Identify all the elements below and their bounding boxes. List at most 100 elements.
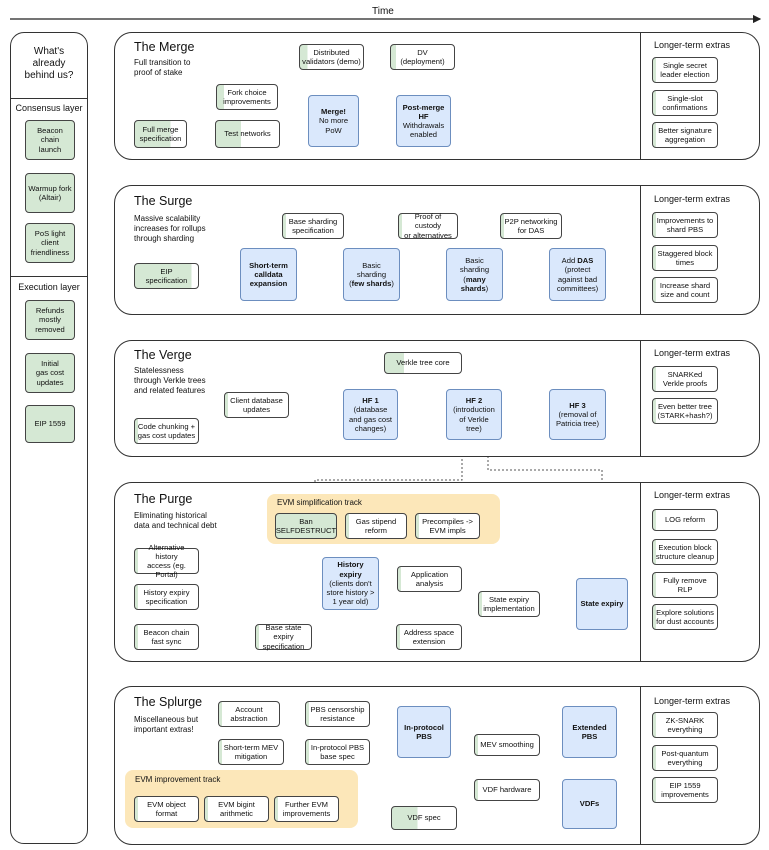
node-short-term-mev: Short-term MEV mitigation — [218, 739, 284, 765]
merge-extra-3: Better signature aggregation — [652, 122, 718, 148]
node-eip-spec: EIP specification — [134, 263, 199, 289]
surge-extra-3: Increase shard size and count — [652, 277, 718, 303]
surge-extras-divider — [640, 185, 641, 315]
node-mev-smoothing: MEV smoothing — [474, 734, 540, 756]
evm-simplification-track-title: EVM simplification track — [277, 498, 362, 507]
node-dv-deployment: DV (deployment) — [390, 44, 455, 70]
node-full-merge-spec: Full merge specification — [134, 120, 187, 148]
verge-extra-1: SNARKed Verkle proofs — [652, 366, 718, 392]
hf3-heading: HF 3 — [569, 400, 586, 410]
node-client-db: Client database updates — [224, 392, 289, 418]
splurge-title: The Splurge — [134, 695, 203, 709]
surge-extra-2: Staggered block times — [652, 245, 718, 271]
node-beacon-sync: Beacon chain fast sync — [134, 624, 199, 650]
node-basic-sharding-many: Basic sharding (many shards) — [446, 248, 503, 301]
verge-desc: Statelessness through Verkle trees and r… — [134, 366, 206, 395]
surge-title: The Surge — [134, 194, 193, 208]
verge-extra-2: Even better tree (STARK+hash?) — [652, 398, 718, 424]
node-proof-of-custody: Proof of custody or alternatives — [398, 212, 458, 240]
verge-title: The Verge — [134, 348, 192, 362]
merge-extras-divider — [640, 32, 641, 160]
add-das-bold: DAS — [577, 256, 594, 266]
node-fork-choice: Fork choice improvements — [216, 84, 278, 110]
node-distributed-validators: Distributed validators (demo) — [299, 44, 364, 70]
node-state-expiry: State expiry — [576, 578, 628, 630]
node-test-networks: Test networks — [215, 120, 280, 148]
hf1-detail: (database and gas cost changes) — [348, 405, 393, 433]
time-label: Time — [372, 6, 394, 17]
hf1-heading: HF 1 — [362, 396, 379, 406]
merge-node-detail: No more PoW — [318, 116, 349, 135]
splurge-extras-divider — [640, 686, 641, 845]
merge-extra-1: Single secret leader election — [652, 57, 718, 83]
splurge-extras-title: Longer-term extras — [654, 696, 731, 706]
hf3-detail: (removal of Patricia tree) — [555, 409, 600, 429]
node-vdf-spec: VDF spec — [391, 806, 457, 830]
node-basic-sharding-few: Basic sharding (few shards) — [343, 248, 400, 301]
history-expiry-detail: (clients don't store history > 1 year ol… — [326, 578, 375, 607]
purge-desc: Eliminating historical data and technica… — [134, 511, 217, 530]
merge-node-heading: Merge! — [321, 107, 346, 117]
verge-extras-title: Longer-term extras — [654, 348, 731, 358]
node-verkle-core: Verkle tree core — [384, 352, 462, 374]
splurge-extra-2: Post-quantum everything — [652, 745, 718, 771]
post-merge-heading: Post-merge HF — [402, 102, 445, 121]
node-merge: Merge!No more PoW — [308, 95, 359, 147]
node-address-space: Address space extension — [396, 624, 462, 650]
node-inprotocol-pbs-spec: In-protocol PBS base spec — [305, 739, 370, 765]
node-alt-history: Alternative history access (eg. Portal) — [134, 543, 199, 579]
add-das-text: Add — [561, 256, 578, 266]
sidebar-divider-2 — [10, 276, 88, 277]
basic-many-close: ) — [485, 283, 489, 293]
node-short-term-calldata: Short-term calldata expansion — [240, 248, 297, 301]
purge-extra-1: LOG reform — [652, 509, 718, 531]
purge-extra-3: Fully remove RLP — [652, 572, 718, 598]
basic-few-close: ) — [391, 279, 394, 289]
node-inprotocol-pbs: In-protocol PBS — [397, 706, 451, 758]
sidebar-item-eip1559: EIP 1559 — [25, 405, 75, 443]
history-expiry-heading: History expiry — [337, 560, 364, 579]
splurge-extra-3: EIP 1559 improvements — [652, 777, 718, 803]
basic-many-text: Basic sharding ( — [459, 256, 490, 284]
merge-extras-title: Longer-term extras — [654, 40, 731, 50]
node-history-expiry: History expiry(clients don't store histo… — [322, 557, 379, 610]
hf2-detail: (introduction of Verkle tree) — [453, 405, 495, 433]
purge-title: The Purge — [134, 492, 193, 506]
sidebar-item-light-client: PoS light client friendliness — [25, 223, 75, 263]
add-das-rest: (protect against bad committees) — [556, 265, 599, 293]
surge-desc: Massive scalability increases for rollup… — [134, 214, 206, 243]
splurge-extra-1: ZK-SNARK everything — [652, 712, 718, 738]
track-evm-object-format: EVM object format — [134, 796, 199, 822]
sidebar-item-refunds: Refunds mostly removed — [25, 300, 75, 340]
basic-few-bold: few shards — [351, 279, 392, 289]
sidebar-item-beacon-chain: Beacon chain launch — [25, 120, 75, 160]
node-extended-pbs: Extended PBS — [562, 706, 617, 758]
verge-extras-divider — [640, 340, 641, 457]
execution-layer-label: Execution layer — [18, 282, 80, 292]
post-merge-detail: Withdrawals enabled — [402, 121, 445, 140]
node-hf2: HF 2(introduction of Verkle tree) — [446, 389, 502, 440]
track-further-evm: Further EVM improvements — [274, 796, 339, 822]
surge-extras-title: Longer-term extras — [654, 194, 731, 204]
purge-extra-2: Execution block structure cleanup — [652, 539, 718, 565]
track-gas-stipend: Gas stipend reform — [345, 513, 407, 539]
consensus-layer-label: Consensus layer — [15, 103, 83, 113]
merge-extra-2: Single-slot confirmations — [652, 90, 718, 116]
merge-desc: Full transition to proof of stake — [134, 58, 191, 77]
surge-extra-1: Improvements to shard PBS — [652, 212, 718, 238]
node-pbs-censorship: PBS censorship resistance — [305, 701, 370, 727]
splurge-desc: Miscellaneous but important extras! — [134, 715, 199, 734]
node-add-das: Add DAS (protect against bad committees) — [549, 248, 606, 301]
sidebar-item-gas-cost: Initial gas cost updates — [25, 353, 75, 393]
track-precompiles: Precompiles -> EVM impls — [415, 513, 480, 539]
node-app-analysis: Application analysis — [397, 566, 462, 592]
purge-extras-title: Longer-term extras — [654, 490, 731, 500]
hf2-heading: HF 2 — [465, 396, 483, 406]
node-history-expiry-spec: History expiry specification — [134, 584, 199, 610]
sidebar-divider-1 — [10, 98, 88, 99]
track-evm-bigint: EVM bigint arithmetic — [204, 796, 269, 822]
purge-extra-4: Explore solutions for dust accounts — [652, 604, 718, 630]
node-p2p-das: P2P networking for DAS — [500, 213, 562, 239]
basic-many-bold: many shards — [460, 274, 486, 293]
